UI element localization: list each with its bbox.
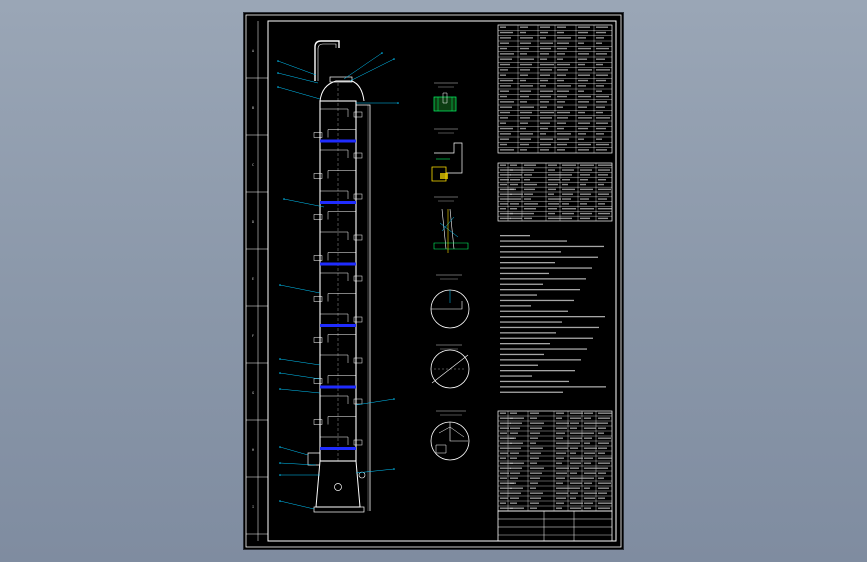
section-detail-icon [430, 82, 470, 461]
zone-label: I [252, 505, 254, 509]
zone-label: C [252, 163, 254, 167]
drawing-frame [267, 20, 617, 542]
zone-markers: A B C D E F G H I [246, 21, 268, 541]
zone-label: B [252, 106, 254, 110]
drawing-sheet: A B C D E F G H I [244, 13, 623, 549]
zone-label: F [252, 334, 254, 338]
zone-label: D [252, 220, 254, 224]
zone-label: G [252, 391, 254, 395]
zone-label: A [252, 49, 255, 53]
spec-table-icon [497, 24, 613, 542]
drawing-canvas: A B C D E F G H I [245, 14, 622, 548]
zone-label: H [252, 448, 254, 452]
sheet-border [245, 14, 622, 548]
distillation-column-icon [307, 40, 371, 513]
zone-label: E [252, 277, 254, 281]
leader-lines [277, 52, 399, 510]
